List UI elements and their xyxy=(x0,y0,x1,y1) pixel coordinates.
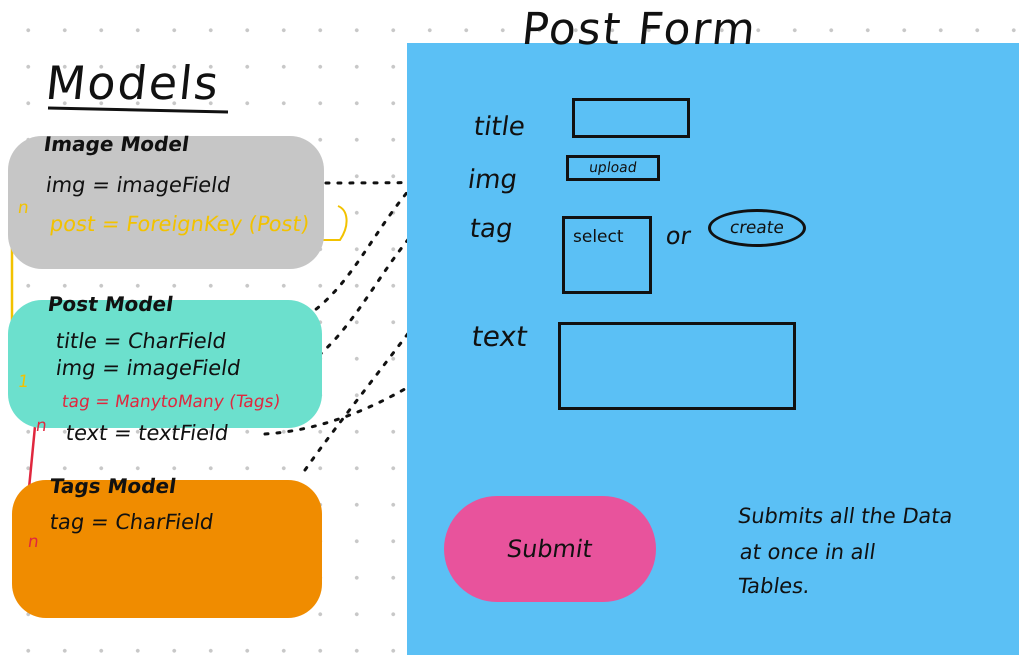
tags-model-name: Tags Model xyxy=(48,474,178,498)
connector-title-to-title xyxy=(294,148,454,324)
form-label-tag: tag xyxy=(467,214,515,244)
note-line-3: Tables. xyxy=(736,574,812,598)
upload-button[interactable]: upload xyxy=(566,155,660,181)
note-line-1: Submits all the Data xyxy=(736,504,955,528)
create-tag-label: create xyxy=(728,218,786,238)
note-line-2: at once in all xyxy=(738,540,878,564)
upload-button-label: upload xyxy=(588,160,638,176)
post-model-name: Post Model xyxy=(46,292,175,316)
submit-button[interactable]: Submit xyxy=(444,496,656,602)
image-model-field-img: img = imageField xyxy=(44,173,233,197)
post-model-field-img: img = imageField xyxy=(54,356,243,380)
form-label-text: text xyxy=(469,320,530,353)
text-area[interactable] xyxy=(558,322,796,410)
form-label-img: img xyxy=(465,165,520,195)
models-title-underline xyxy=(47,106,229,114)
submit-label: Submit xyxy=(505,535,595,563)
image-model-field-post: post = ForeignKey (Post) xyxy=(48,212,311,236)
connector-tags-to-tag xyxy=(303,248,472,472)
create-tag-button[interactable]: create xyxy=(708,209,806,247)
image-model-box xyxy=(8,136,324,269)
tags-model-box xyxy=(12,480,322,618)
form-title: Post Form xyxy=(519,4,760,55)
image-model-name: Image Model xyxy=(42,132,191,156)
or-text: or xyxy=(664,222,693,250)
post-model-field-text: text = textField xyxy=(64,421,230,445)
models-title: Models xyxy=(43,56,223,110)
post-model-field-title: title = CharField xyxy=(54,329,228,353)
post-model-box xyxy=(8,300,322,428)
tag-select-label: select xyxy=(573,227,624,247)
title-input[interactable] xyxy=(572,98,690,138)
post-model-field-tag: tag = ManytoMany (Tags) xyxy=(60,392,282,412)
tags-model-field-tag: tag = CharField xyxy=(48,510,216,534)
form-label-title: title xyxy=(471,112,527,142)
tag-select[interactable]: select xyxy=(562,216,652,294)
